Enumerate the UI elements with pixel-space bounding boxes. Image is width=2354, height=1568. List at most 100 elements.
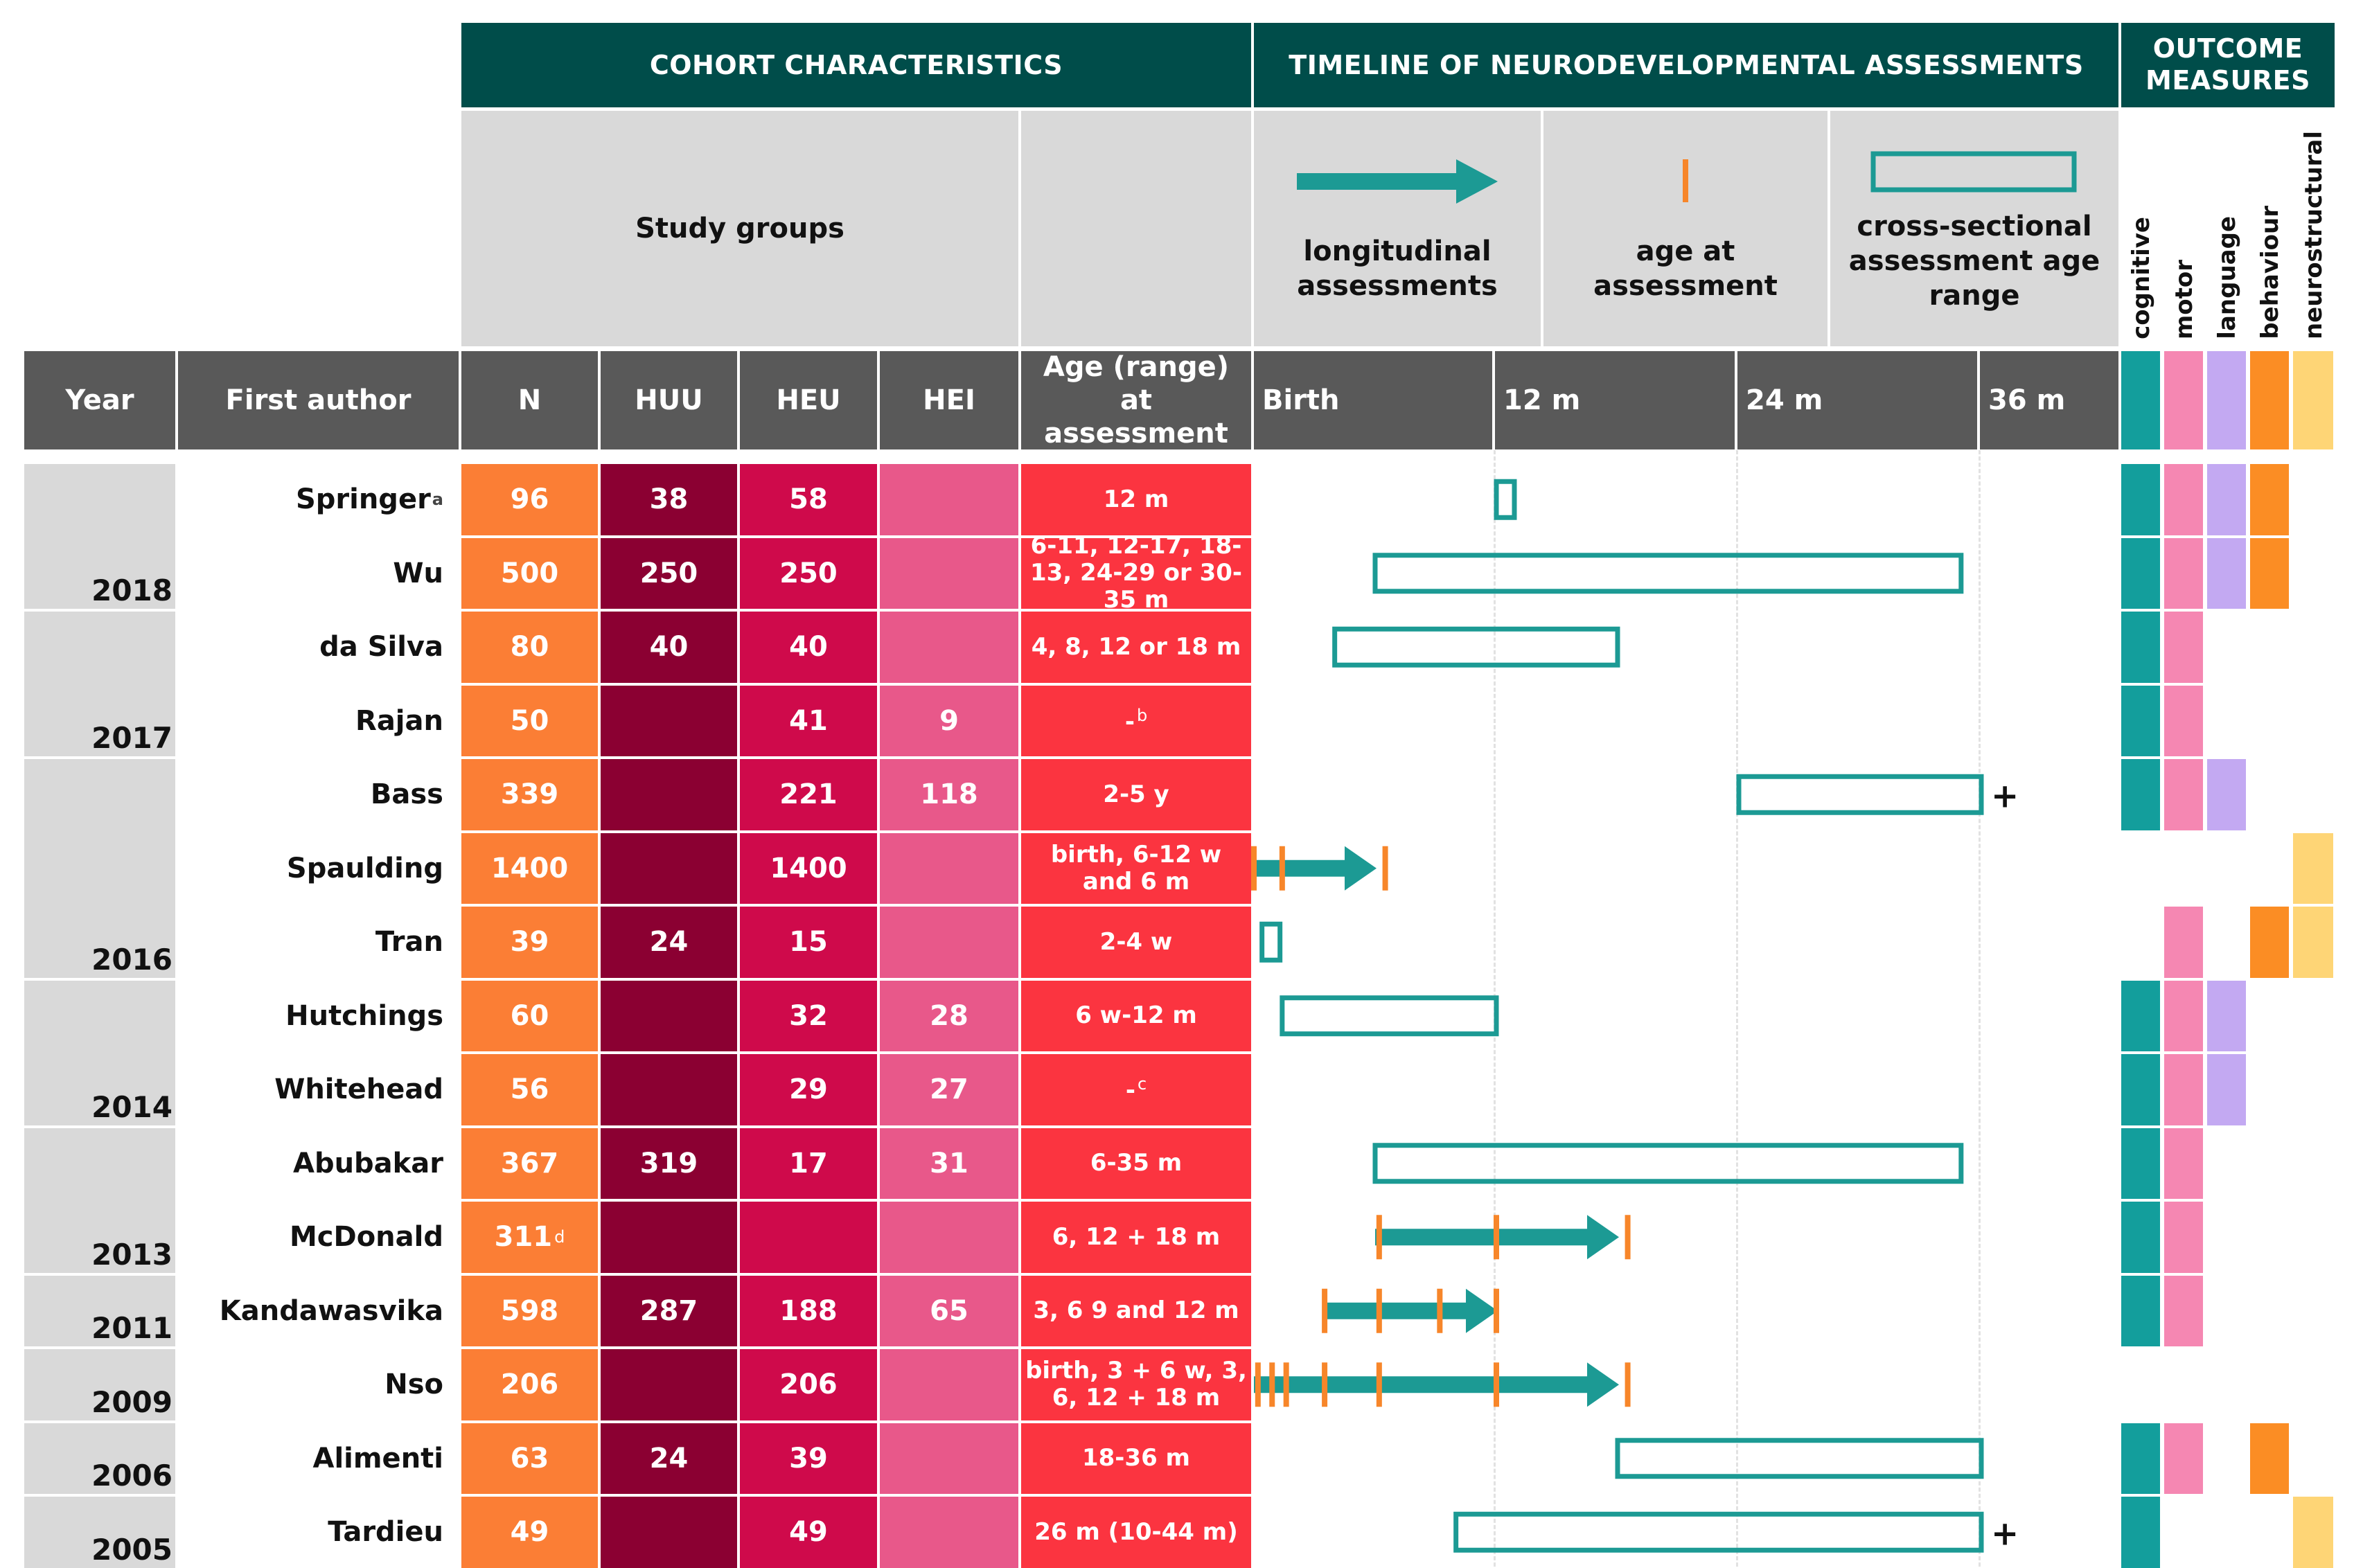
cross-sectional-range: [1280, 995, 1499, 1037]
outcome-cognitive-marker: [2121, 1275, 2160, 1346]
col-huu: HUU: [601, 351, 737, 449]
cross-sectional-range: [1372, 553, 1964, 594]
n-cell: 63: [461, 1423, 598, 1494]
hei-cell: [880, 907, 1018, 978]
age-cell: 6-35 m: [1021, 1128, 1251, 1199]
huu-cell: 250: [601, 537, 737, 609]
legend-longitudinal-label: longitudinal assessments: [1297, 235, 1498, 302]
outcome-motor-marker: [2164, 537, 2203, 609]
outcome-neurostructural-marker: [2293, 832, 2333, 904]
age-value: 2-5 y: [1103, 780, 1169, 808]
age-value: 6, 12 + 18 m: [1052, 1222, 1221, 1251]
col-24m: 24 m: [1737, 351, 1977, 449]
assessment-age-tick: [1382, 846, 1388, 891]
huu-value: 40: [649, 631, 689, 663]
n-cell: 367: [461, 1128, 598, 1199]
huu-cell: 319: [601, 1128, 737, 1199]
longitudinal-arrow: [1325, 1288, 1498, 1333]
age-text: 2-4 w: [1100, 928, 1173, 956]
longitudinal-arrow-icon: [1297, 159, 1498, 204]
year-group: 2009: [24, 1349, 175, 1420]
heu-value: 188: [779, 1294, 838, 1327]
heu-value: 40: [789, 631, 828, 663]
age-subheader-blank: [1021, 111, 1251, 346]
heu-value: 250: [779, 557, 838, 589]
first-author-cell: Wu: [178, 538, 459, 609]
first-author-cell: Bass: [178, 759, 459, 830]
year-group: 2006: [24, 1423, 175, 1494]
first-author-cell: Whitehead: [178, 1054, 459, 1125]
col-12m: 12 m: [1495, 351, 1735, 449]
first-author: Hutchings: [285, 999, 443, 1032]
hei-cell: 28: [880, 980, 1018, 1051]
hei-value: 9: [939, 704, 959, 737]
first-author: McDonald: [289, 1221, 443, 1254]
age-cell: 6-11, 12-17, 18-13, 24-29 or 30-35 m: [1021, 533, 1251, 614]
first-author-cell: Spaulding: [178, 833, 459, 905]
outcome-language-marker: [2207, 537, 2246, 609]
n-cell: 500: [461, 537, 598, 609]
outcome-behaviour-marker: [2250, 537, 2289, 609]
longitudinal-arrow: [1375, 1215, 1619, 1260]
outcome-language-marker: [2207, 980, 2246, 1051]
n-cell: 39: [461, 907, 598, 978]
hei-cell: 118: [880, 759, 1018, 830]
outcome-measures-header: OUTCOME MEASURES: [2121, 23, 2335, 107]
header-swatch-cognitive: [2121, 351, 2160, 449]
year-group: 2011: [24, 1275, 175, 1346]
first-author-cell: McDonald: [178, 1202, 459, 1273]
assessment-age-tick: [1269, 1362, 1275, 1407]
heu-cell: 250: [740, 537, 877, 609]
n-cell: 96: [461, 464, 598, 535]
age-cell: 12 m: [1021, 464, 1251, 535]
outcome-cognitive-marker: [2121, 1202, 2160, 1273]
age-value: -: [1124, 707, 1135, 736]
age-value: 12 m: [1103, 485, 1169, 513]
cross-sectional-range: [1736, 774, 1984, 815]
age-text: birth, 6-12 w and 6 m: [1024, 841, 1248, 896]
heu-cell: 32: [740, 980, 877, 1051]
n-value: 56: [510, 1073, 549, 1106]
n-footnote: d: [554, 1227, 565, 1247]
age-value: 26 m (10-44 m): [1034, 1517, 1238, 1546]
cohort-characteristics-header: COHORT CHARACTERISTICS: [461, 23, 1251, 107]
outcome-motor-marker: [2164, 1202, 2203, 1273]
cross-sectional-range: [1259, 921, 1283, 963]
hei-cell: 31: [880, 1128, 1018, 1199]
huu-value: 250: [639, 557, 698, 589]
age-value: 6-35 m: [1090, 1149, 1183, 1177]
gridline-24m: [1736, 450, 1738, 1567]
age-text: 6, 12 + 18 m: [1052, 1222, 1221, 1251]
year-label: 2018: [91, 573, 172, 607]
outcome-cognitive-marker: [2121, 1128, 2160, 1199]
huu-cell: 40: [601, 612, 737, 683]
arrow-head: [1466, 1288, 1498, 1333]
year-group: 2016: [24, 759, 175, 978]
huu-cell: [601, 832, 737, 904]
first-author-cell: Nso: [178, 1349, 459, 1420]
outcome-neurostructural-marker: [2293, 1497, 2333, 1568]
hei-cell: [880, 464, 1018, 535]
age-value: 6-11, 12-17, 18-13, 24-29 or 30-35 m: [1029, 532, 1243, 614]
huu-cell: 38: [601, 464, 737, 535]
huu-value: 319: [639, 1147, 698, 1179]
heu-cell: [740, 1202, 877, 1273]
assessment-age-tick: [1251, 846, 1257, 891]
cross-sectional-range: [1615, 1438, 1984, 1479]
assessment-age-tick: [1376, 1362, 1382, 1407]
n-value: 598: [500, 1294, 559, 1327]
outcome-cognitive-marker: [2121, 1054, 2160, 1125]
first-author: Nso: [384, 1369, 443, 1401]
n-value: 63: [510, 1442, 549, 1475]
year-group: 2013: [24, 1128, 175, 1273]
first-author-cell: Tardieu: [178, 1497, 459, 1568]
n-value: 49: [510, 1516, 549, 1549]
heu-cell: 188: [740, 1275, 877, 1346]
assessment-age-tick: [1322, 1362, 1328, 1407]
gridline-36m: [1979, 450, 1981, 1567]
first-author: Springer: [295, 483, 431, 516]
legend-longitudinal: longitudinal assessments: [1254, 111, 1541, 346]
